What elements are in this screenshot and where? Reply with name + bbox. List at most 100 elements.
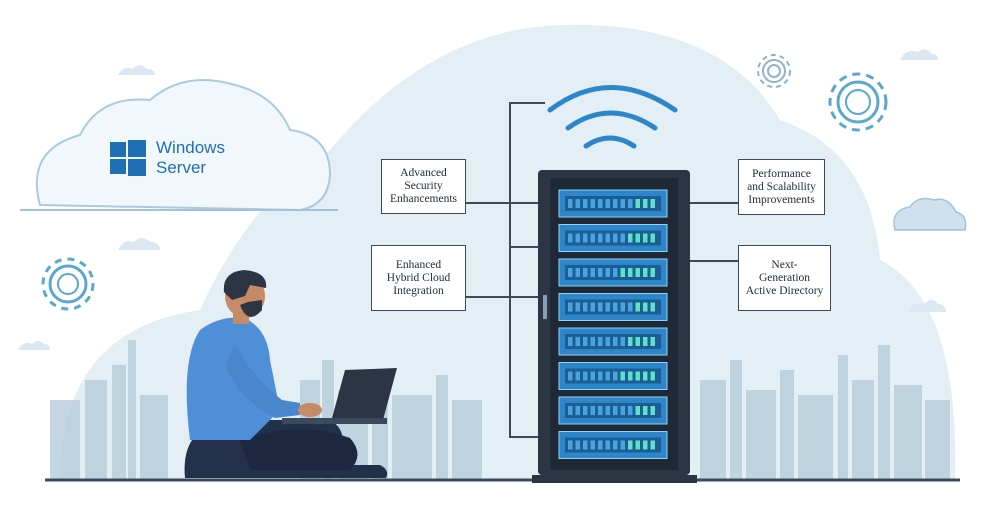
server-led: [613, 268, 618, 277]
server-led: [568, 268, 573, 277]
gear-icon: [757, 54, 791, 88]
server-led: [620, 337, 625, 346]
server-led: [635, 268, 640, 277]
feature-security-label: Advanced Security Enhancements: [381, 159, 466, 214]
server-led: [628, 302, 633, 312]
server-led: [635, 406, 640, 415]
server-led: [598, 302, 603, 312]
wifi-icon: [547, 85, 678, 149]
windows-server-brand: Windows Server: [108, 138, 225, 178]
server-led: [575, 302, 580, 312]
server-led: [643, 440, 648, 450]
server-led: [590, 268, 595, 277]
server-led: [643, 302, 648, 312]
windows-logo-icon: [110, 140, 146, 176]
server-led: [635, 371, 640, 381]
server-led: [650, 406, 655, 415]
server-led: [568, 371, 573, 381]
server-led: [605, 337, 610, 346]
server-led: [605, 406, 610, 415]
server-led: [620, 199, 625, 208]
server-led: [598, 440, 603, 450]
server-led: [613, 337, 618, 346]
server-led: [628, 337, 633, 346]
server-led: [635, 337, 640, 346]
server-led: [635, 302, 640, 312]
server-led: [605, 440, 610, 450]
server-led: [568, 440, 573, 450]
server-led: [598, 371, 603, 381]
server-led: [628, 233, 633, 243]
server-led: [643, 233, 648, 243]
server-led: [635, 233, 640, 243]
server-led: [583, 440, 588, 450]
server-led: [643, 337, 648, 346]
server-led: [583, 233, 588, 243]
server-led: [583, 371, 588, 381]
server-led: [613, 406, 618, 415]
server-led: [590, 406, 595, 415]
server-led: [643, 406, 648, 415]
server-led: [613, 371, 618, 381]
server-led: [628, 406, 633, 415]
server-led: [583, 302, 588, 312]
connector-lines: [466, 102, 738, 438]
feature-hybrid-cloud-label: Enhanced Hybrid Cloud Integration: [371, 245, 466, 311]
person-with-laptop: [184, 270, 397, 478]
server-led: [650, 371, 655, 381]
server-led: [598, 233, 603, 243]
server-led: [598, 199, 603, 208]
server-led: [613, 199, 618, 208]
server-led: [635, 440, 640, 450]
server-led: [590, 302, 595, 312]
server-led: [568, 406, 573, 415]
server-led: [575, 440, 580, 450]
server-led: [590, 440, 595, 450]
server-led: [605, 199, 610, 208]
brand-line-1: Windows: [156, 138, 225, 157]
server-led: [605, 233, 610, 243]
server-led: [650, 233, 655, 243]
server-led: [568, 302, 573, 312]
cloud-icon: [893, 197, 967, 231]
server-led: [590, 337, 595, 346]
server-slots: [558, 189, 668, 459]
server-led: [628, 440, 633, 450]
server-led: [575, 268, 580, 277]
server-led: [628, 268, 633, 277]
server-led: [583, 199, 588, 208]
server-led: [620, 440, 625, 450]
server-led: [605, 302, 610, 312]
server-led: [598, 406, 603, 415]
server-led: [598, 268, 603, 277]
server-led: [650, 302, 655, 312]
server-led: [628, 199, 633, 208]
server-led: [628, 371, 633, 381]
server-led: [643, 199, 648, 208]
server-led: [583, 406, 588, 415]
brand-name: Windows Server: [156, 138, 225, 178]
server-led: [590, 199, 595, 208]
server-led: [568, 199, 573, 208]
server-led: [583, 337, 588, 346]
server-led: [620, 302, 625, 312]
server-led: [620, 233, 625, 243]
server-led: [575, 371, 580, 381]
server-led: [643, 268, 648, 277]
server-led: [575, 233, 580, 243]
server-led: [605, 268, 610, 277]
server-led: [613, 233, 618, 243]
server-led: [583, 268, 588, 277]
gear-icon: [41, 257, 95, 311]
server-led: [613, 440, 618, 450]
server-led: [590, 233, 595, 243]
server-led: [620, 406, 625, 415]
server-led: [575, 337, 580, 346]
server-led: [620, 268, 625, 277]
small-cloud-icon: [18, 49, 946, 350]
server-led: [650, 199, 655, 208]
server-led: [620, 371, 625, 381]
gear-icon: [828, 72, 888, 132]
server-led: [605, 371, 610, 381]
